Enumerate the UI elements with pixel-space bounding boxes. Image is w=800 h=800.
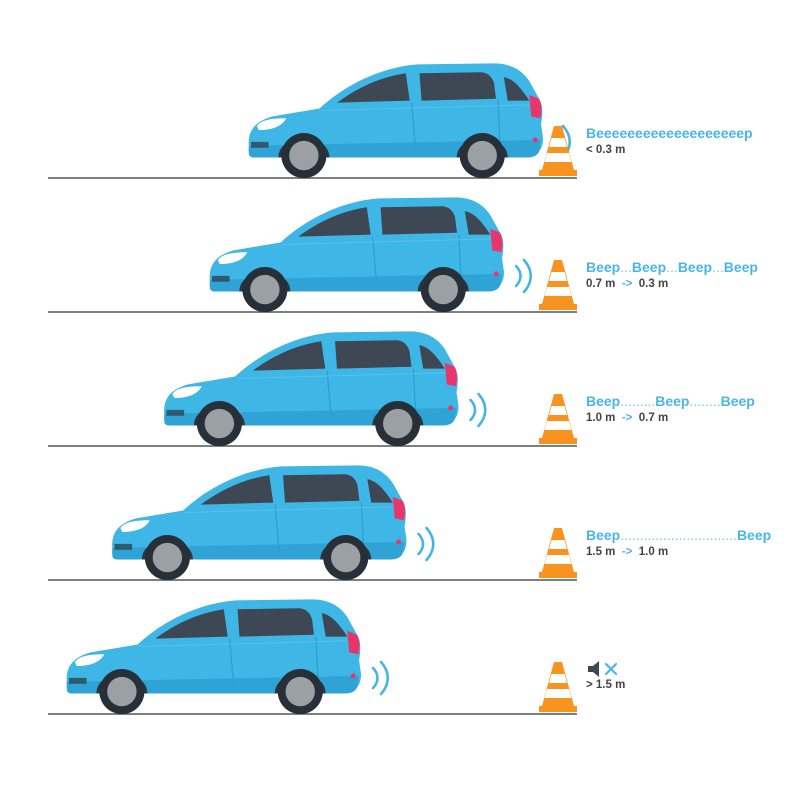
beep-gap: ......... (620, 393, 656, 409)
car (163, 330, 460, 447)
car (111, 464, 408, 581)
distance-from: 0.7 m (586, 278, 616, 290)
beep-word: Beep (720, 393, 755, 409)
beep-pattern: Beeeeeeeeeeeeeeeeeeep (586, 125, 796, 142)
beep-word: Beep (655, 393, 690, 409)
sound-wave-icon (371, 660, 390, 696)
beep-gap: ... (620, 259, 632, 275)
distance-range: 0.7 m -> 0.3 m (586, 277, 796, 292)
sound-wave-icon (514, 258, 533, 294)
traffic-cone-icon (539, 662, 577, 712)
distance-arrow: -> (618, 278, 636, 290)
scene-graphic (48, 196, 577, 313)
car (66, 598, 362, 715)
traffic-cone-icon (539, 394, 577, 444)
distance-from: > 1.5 m (586, 679, 626, 691)
scene-graphic (48, 464, 577, 581)
beep-word: Beep (586, 393, 621, 409)
distance-from: 1.0 m (586, 412, 616, 424)
scene-graphic (48, 330, 577, 447)
distance-to: 0.7 m (638, 412, 669, 424)
beep-word: Beep (736, 527, 772, 543)
distance-range: 1.0 m -> 0.7 m (586, 411, 796, 426)
distance-to: 1.0 m (638, 546, 669, 558)
beep-word: Beeeeeeeeeeeeeeeeeeep (586, 125, 753, 141)
sound-wave-icon (417, 526, 435, 562)
beep-word: Beep (586, 259, 621, 275)
distance-range: 1.5 m -> 1.0 m (586, 545, 796, 560)
beep-word: Beep (586, 527, 621, 543)
beep-gap: ... (712, 259, 724, 275)
beep-gap: ........ (689, 393, 721, 409)
beep-word: Beep (631, 259, 667, 275)
beep-word: Beep (723, 259, 758, 275)
distance-arrow: -> (618, 412, 636, 424)
scene-graphic (48, 598, 577, 715)
speaker-mute-icon (586, 659, 796, 677)
beep-gap: .............................. (620, 527, 737, 543)
distance-arrow: -> (618, 546, 636, 558)
traffic-cone-icon (539, 260, 577, 310)
beep-word: Beep (677, 259, 713, 275)
scenario-row-1: Beeeeeeeeeeeeeeeeeeep < 0.3 m (0, 45, 800, 179)
scene-graphic (48, 62, 577, 179)
distance-range: > 1.5 m (586, 678, 796, 693)
scenario-row-5: > 1.5 m (0, 581, 800, 715)
beep-gap: ... (666, 259, 678, 275)
distance-to: 0.3 m (638, 278, 669, 290)
beep-pattern: Beep...Beep...Beep...Beep (586, 259, 796, 276)
sensor-label: > 1.5 m (586, 659, 796, 693)
car (209, 196, 505, 313)
traffic-cone-icon (539, 126, 577, 176)
beep-pattern: Beep.........Beep........Beep (586, 393, 796, 410)
traffic-cone-icon (539, 528, 577, 578)
car (248, 62, 544, 179)
sound-wave-icon (469, 392, 487, 428)
distance-range: < 0.3 m (586, 143, 796, 158)
distance-from: < 0.3 m (586, 144, 626, 156)
beep-pattern: Beep..............................Beep (586, 527, 796, 544)
distance-from: 1.5 m (586, 546, 616, 558)
sensor-label: Beeeeeeeeeeeeeeeeeeep < 0.3 m (586, 125, 796, 158)
